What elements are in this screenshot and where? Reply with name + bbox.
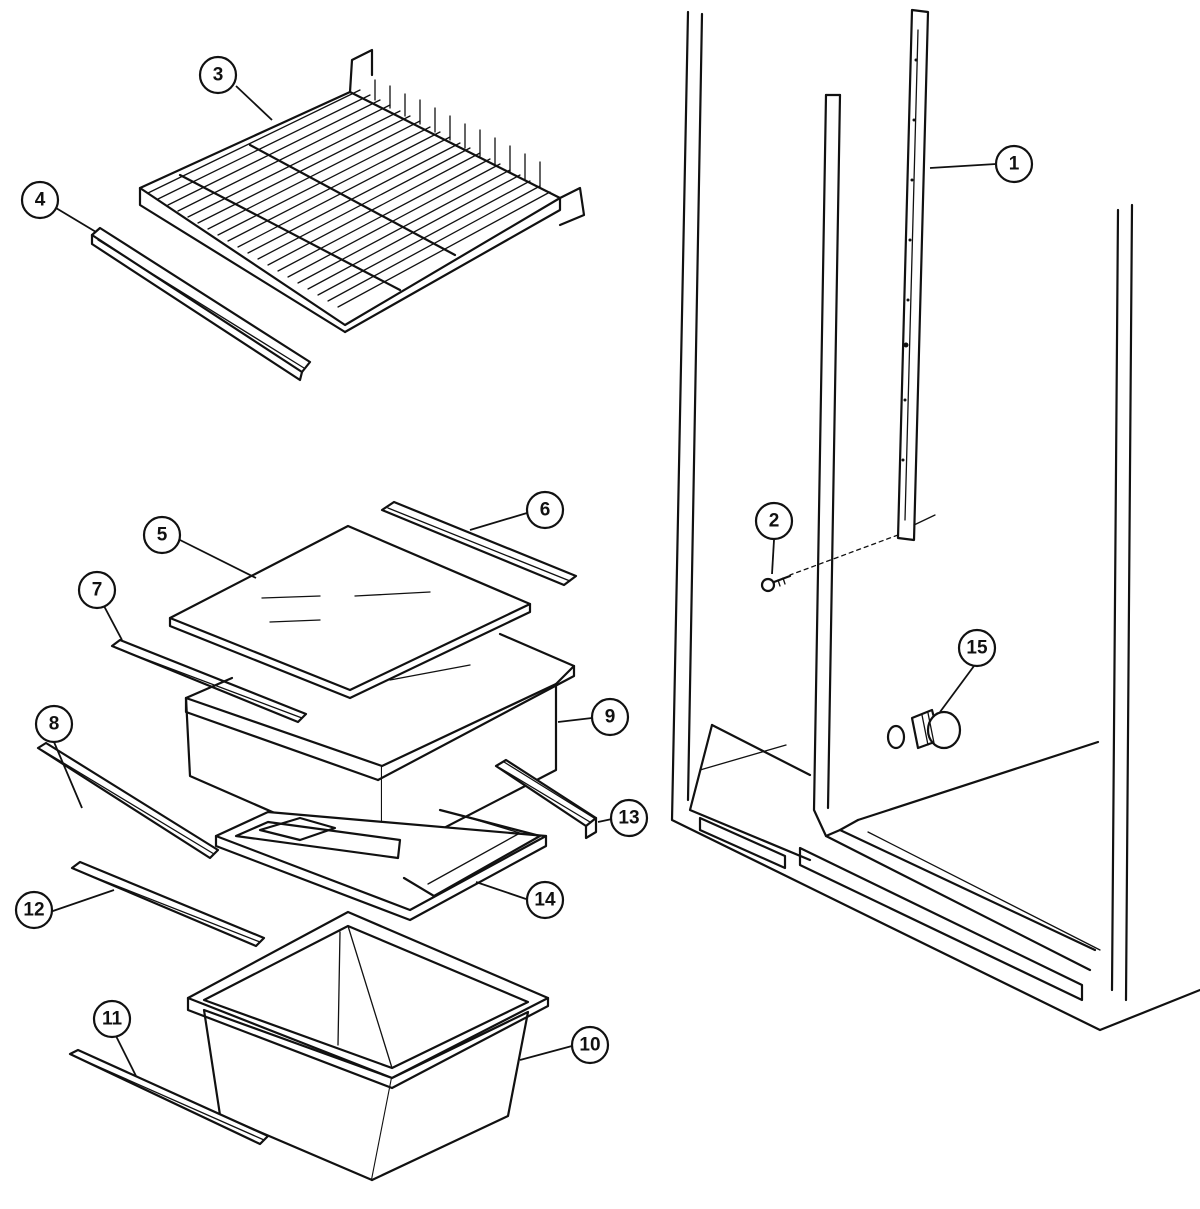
screw <box>760 574 792 593</box>
shelf-trim-4 <box>90 226 312 382</box>
callout-number: 8 <box>49 714 60 735</box>
callout-circle <box>34 704 74 744</box>
callout-number: 2 <box>769 511 780 532</box>
callout-9: 9 <box>590 697 630 737</box>
callout-13: 13 <box>609 798 649 838</box>
trim-7 <box>110 638 308 724</box>
callout-4: 4 <box>20 180 60 220</box>
callout-circle <box>957 628 997 668</box>
callout-number: 13 <box>618 808 639 829</box>
callout-7: 7 <box>77 570 117 610</box>
callout-circle <box>525 490 565 530</box>
callout-3: 3 <box>198 55 238 95</box>
callout-8: 8 <box>34 704 74 744</box>
callout-circle <box>994 144 1034 184</box>
glass-shelf <box>168 524 532 700</box>
callout-circle <box>609 798 649 838</box>
refrigerator-cabinet <box>670 10 1200 1032</box>
callout-circle <box>525 880 565 920</box>
trim-11 <box>68 1048 270 1146</box>
trim-8 <box>36 741 220 860</box>
callout-circle <box>570 1025 610 1065</box>
callout-circle <box>14 890 54 930</box>
callout-number: 12 <box>23 900 44 921</box>
callout-circle <box>92 999 132 1039</box>
leader-lines <box>49 85 997 1077</box>
callout-15: 15 <box>957 628 997 668</box>
callout-12: 12 <box>14 890 54 930</box>
callout-10: 10 <box>570 1025 610 1065</box>
trim-6 <box>380 500 578 587</box>
slide-rail-13 <box>494 758 598 840</box>
callout-11: 11 <box>92 999 132 1039</box>
drawer-cover-14 <box>214 808 548 922</box>
control-knob <box>886 708 962 750</box>
callout-number: 10 <box>579 1035 600 1056</box>
callout-number: 3 <box>213 65 224 86</box>
callout-number: 14 <box>534 890 556 911</box>
callout-1: 1 <box>994 144 1034 184</box>
callout-circle <box>142 515 182 555</box>
callout-circle <box>754 501 794 541</box>
callout-number: 5 <box>157 525 168 546</box>
callout-circle <box>590 697 630 737</box>
callout-number: 4 <box>35 190 46 211</box>
callout-14: 14 <box>525 880 565 920</box>
callout-circle <box>198 55 238 95</box>
wire-shelf <box>138 48 586 334</box>
callout-2: 2 <box>754 501 794 541</box>
callout-number: 7 <box>92 580 103 601</box>
callout-number: 1 <box>1009 154 1020 175</box>
crisper-bin-10 <box>186 910 550 1182</box>
trim-12 <box>70 860 266 948</box>
callout-5: 5 <box>142 515 182 555</box>
callout-number: 11 <box>102 1009 123 1030</box>
callout-circle <box>20 180 60 220</box>
callout-number: 15 <box>966 638 988 659</box>
callout-circle <box>77 570 117 610</box>
callout-number: 6 <box>540 500 551 521</box>
shelf-support-rail <box>789 8 936 576</box>
callout-6: 6 <box>525 490 565 530</box>
callout-number: 9 <box>605 707 616 728</box>
